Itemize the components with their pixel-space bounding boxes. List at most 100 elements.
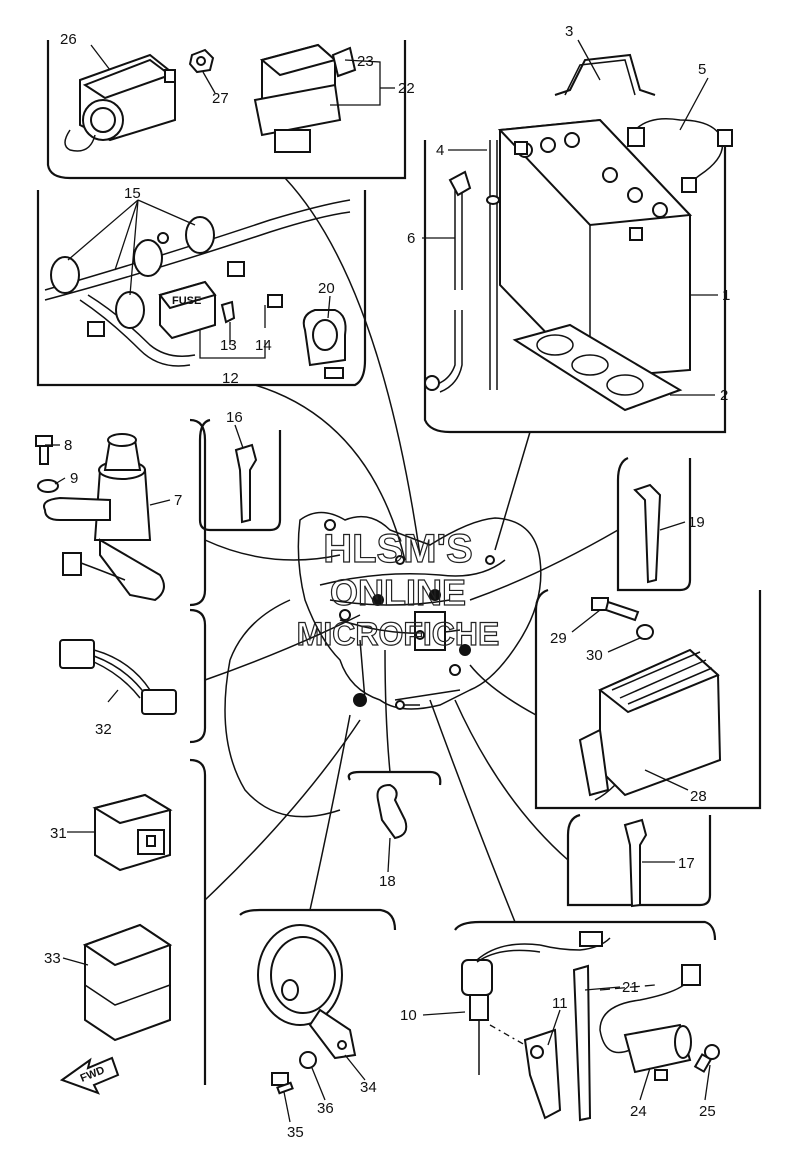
part-30-washer: [636, 624, 654, 640]
callout-17: 17: [678, 855, 695, 872]
callout-34: 34: [360, 1079, 377, 1096]
bracket-sensor-group: [454, 920, 717, 941]
part-15-harness-clips: [44, 199, 351, 367]
part-7-main-switch: [43, 433, 165, 602]
leader-top-to-harness: [284, 177, 421, 556]
part-6-earth-lead: [424, 170, 472, 393]
part-23-fuse: [331, 46, 357, 78]
callout-31: 31: [50, 825, 67, 842]
callout-15: 15: [124, 185, 141, 202]
watermark-line3: MICROFICHE: [297, 616, 500, 652]
callout-16: 16: [226, 409, 243, 426]
bracket-left-switch: [189, 418, 207, 607]
callout-leaders: [45, 39, 718, 1123]
callout-20: 20: [318, 280, 335, 297]
callout-5: 5: [698, 61, 706, 78]
part-8-bolt: [35, 435, 53, 465]
leader-switch-to-center: [204, 539, 341, 561]
sensor-plug: [579, 931, 603, 947]
part-31-relay-unit: [92, 793, 173, 872]
leader-tie17-to-center: [454, 699, 569, 861]
part-1-battery: [497, 118, 693, 380]
bracket-tie19: [616, 456, 692, 592]
callout-12: 12: [222, 370, 239, 387]
part-33-control-unit: [82, 923, 173, 1042]
bracket-horn: [239, 908, 397, 931]
part-10-switch-sensor: [461, 943, 541, 1075]
callout-36: 36: [317, 1100, 334, 1117]
part-4-breather-pipe: [486, 140, 500, 390]
fuse-label: FUSE: [172, 295, 201, 307]
callout-28: 28: [690, 788, 707, 805]
callout-29: 29: [550, 630, 567, 647]
part-20-clamp: [302, 309, 347, 379]
leader-battery-to-center: [494, 431, 531, 551]
part-9-washer: [37, 479, 59, 493]
part-14-connector: [267, 294, 283, 308]
wire-sensor-lead: [539, 937, 611, 951]
callout-8: 8: [64, 437, 72, 454]
part-36-washer: [299, 1051, 317, 1069]
watermark-line1: HLSM'S: [323, 527, 473, 571]
leader-connector-to-center: [204, 614, 361, 681]
part-34-horn: [257, 924, 357, 1060]
leader-horn-to-center: [309, 714, 351, 911]
callout-13: 13: [220, 337, 237, 354]
part-11-bracket: [523, 1028, 562, 1120]
callout-18: 18: [379, 873, 396, 890]
part-3-battery-band: [554, 53, 656, 96]
part-12-fuse-box: FUSE: [158, 280, 217, 340]
callout-6: 6: [407, 230, 415, 247]
bracket-left-relay: [189, 758, 207, 1085]
callout-21: 21: [622, 979, 639, 996]
callout-32: 32: [95, 721, 112, 738]
callout-23: 23: [357, 53, 374, 70]
part-28-regulator: [578, 648, 722, 801]
part-32-connector-lead: [59, 639, 177, 715]
callout-35: 35: [287, 1124, 304, 1141]
watermark-line2: ONLINE: [330, 572, 466, 613]
callout-24: 24: [630, 1103, 647, 1120]
part-22-relay: [253, 43, 342, 153]
callout-27: 27: [212, 90, 229, 107]
callout-4: 4: [436, 142, 444, 159]
part-5-battery-lead: [627, 118, 733, 193]
part-21-cable-tie: [572, 964, 592, 1122]
callout-14: 14: [255, 337, 272, 354]
bracket-left-connector: [189, 608, 207, 744]
bracket-harness-group: [36, 190, 367, 387]
part-13-fuse: [220, 300, 236, 324]
callout-19: 19: [688, 514, 705, 531]
part-29-bolt: [591, 597, 640, 622]
leader-clamp-to-center: [384, 649, 391, 773]
callout-numbers: 26 27 23 22 15 13 14 12 20 3 5 4 6 1 2 8…: [44, 23, 730, 1141]
part-35-bolt: [271, 1072, 294, 1095]
callout-11: 11: [552, 995, 568, 1012]
callout-33: 33: [44, 950, 61, 967]
part-25-screw: [693, 1044, 720, 1073]
bracket-clamp18: [347, 770, 442, 786]
leader-harness-to-center: [254, 384, 406, 561]
callout-9: 9: [70, 470, 78, 487]
bracket-tie16: [198, 418, 282, 532]
callout-10: 10: [400, 1007, 417, 1024]
part-16-cable-tie: [234, 443, 258, 524]
leader-sensor-to-center: [429, 699, 516, 923]
callout-2: 2: [720, 387, 728, 404]
callout-1: 1: [722, 287, 730, 304]
forward-arrow-icon: FWD: [59, 1056, 120, 1095]
main-harness-assembly: [224, 511, 542, 818]
callout-22: 22: [398, 80, 415, 97]
part-18-clamp: [376, 783, 408, 840]
bracket-top-group: [46, 40, 407, 180]
callout-25: 25: [699, 1103, 716, 1120]
part-17-cable-tie: [623, 818, 648, 908]
bracket-battery-group: [423, 140, 727, 434]
part-24-condenser: [599, 964, 701, 1081]
callout-26: 26: [60, 31, 77, 48]
part-27-nut: [188, 48, 215, 74]
callout-3: 3: [565, 23, 573, 40]
leader-reg-to-center: [469, 664, 537, 716]
callout-30: 30: [586, 647, 603, 664]
